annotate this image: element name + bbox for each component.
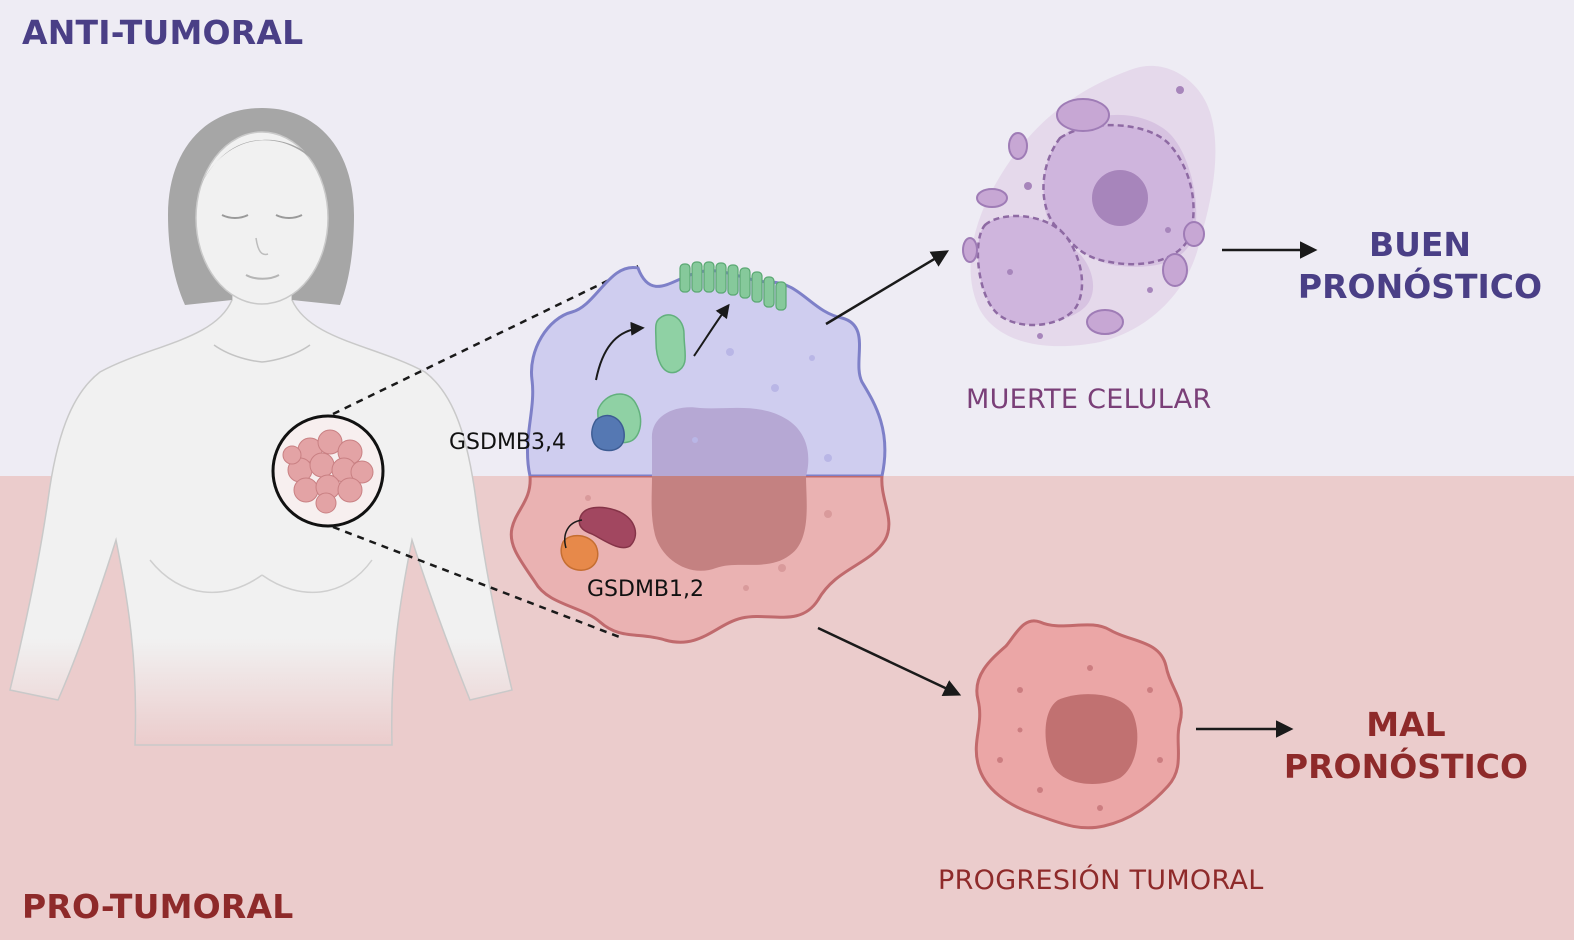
zoom-line-upper bbox=[332, 264, 639, 416]
good-prognosis-line1: BUEN bbox=[1368, 225, 1472, 264]
bad-prognosis-line1: MAL bbox=[1366, 705, 1446, 744]
arrow-to-cell-death bbox=[825, 250, 950, 326]
gasdermin-pore-icon bbox=[679, 261, 787, 311]
cancer-cell-icon bbox=[974, 619, 1183, 830]
pro-tumoral-label: PRO-TUMORAL bbox=[22, 887, 294, 926]
dying-cell-icon bbox=[962, 65, 1216, 347]
cell-death-label: MUERTE CELULAR bbox=[966, 384, 1212, 415]
good-prognosis-label: BUEN PRONÓSTICO bbox=[1290, 224, 1550, 308]
tumor-magnifier-icon bbox=[271, 414, 385, 528]
gene-label-lower: GSDMB1,2 bbox=[587, 577, 705, 602]
bad-prognosis-label: MAL PRONÓSTICO bbox=[1276, 704, 1536, 788]
gene-label-upper: GSDMB3,4 bbox=[449, 430, 567, 455]
tumor-progression-label: PROGRESIÓN TUMORAL bbox=[938, 865, 1264, 896]
tumor-cell-icon bbox=[509, 261, 891, 644]
female-torso-icon bbox=[9, 108, 513, 746]
anti-tumoral-label: ANTI-TUMORAL bbox=[22, 13, 304, 52]
arrow-to-progression bbox=[817, 626, 962, 696]
bad-prognosis-line2: PRONÓSTICO bbox=[1283, 747, 1529, 786]
good-prognosis-line2: PRONÓSTICO bbox=[1297, 267, 1543, 306]
